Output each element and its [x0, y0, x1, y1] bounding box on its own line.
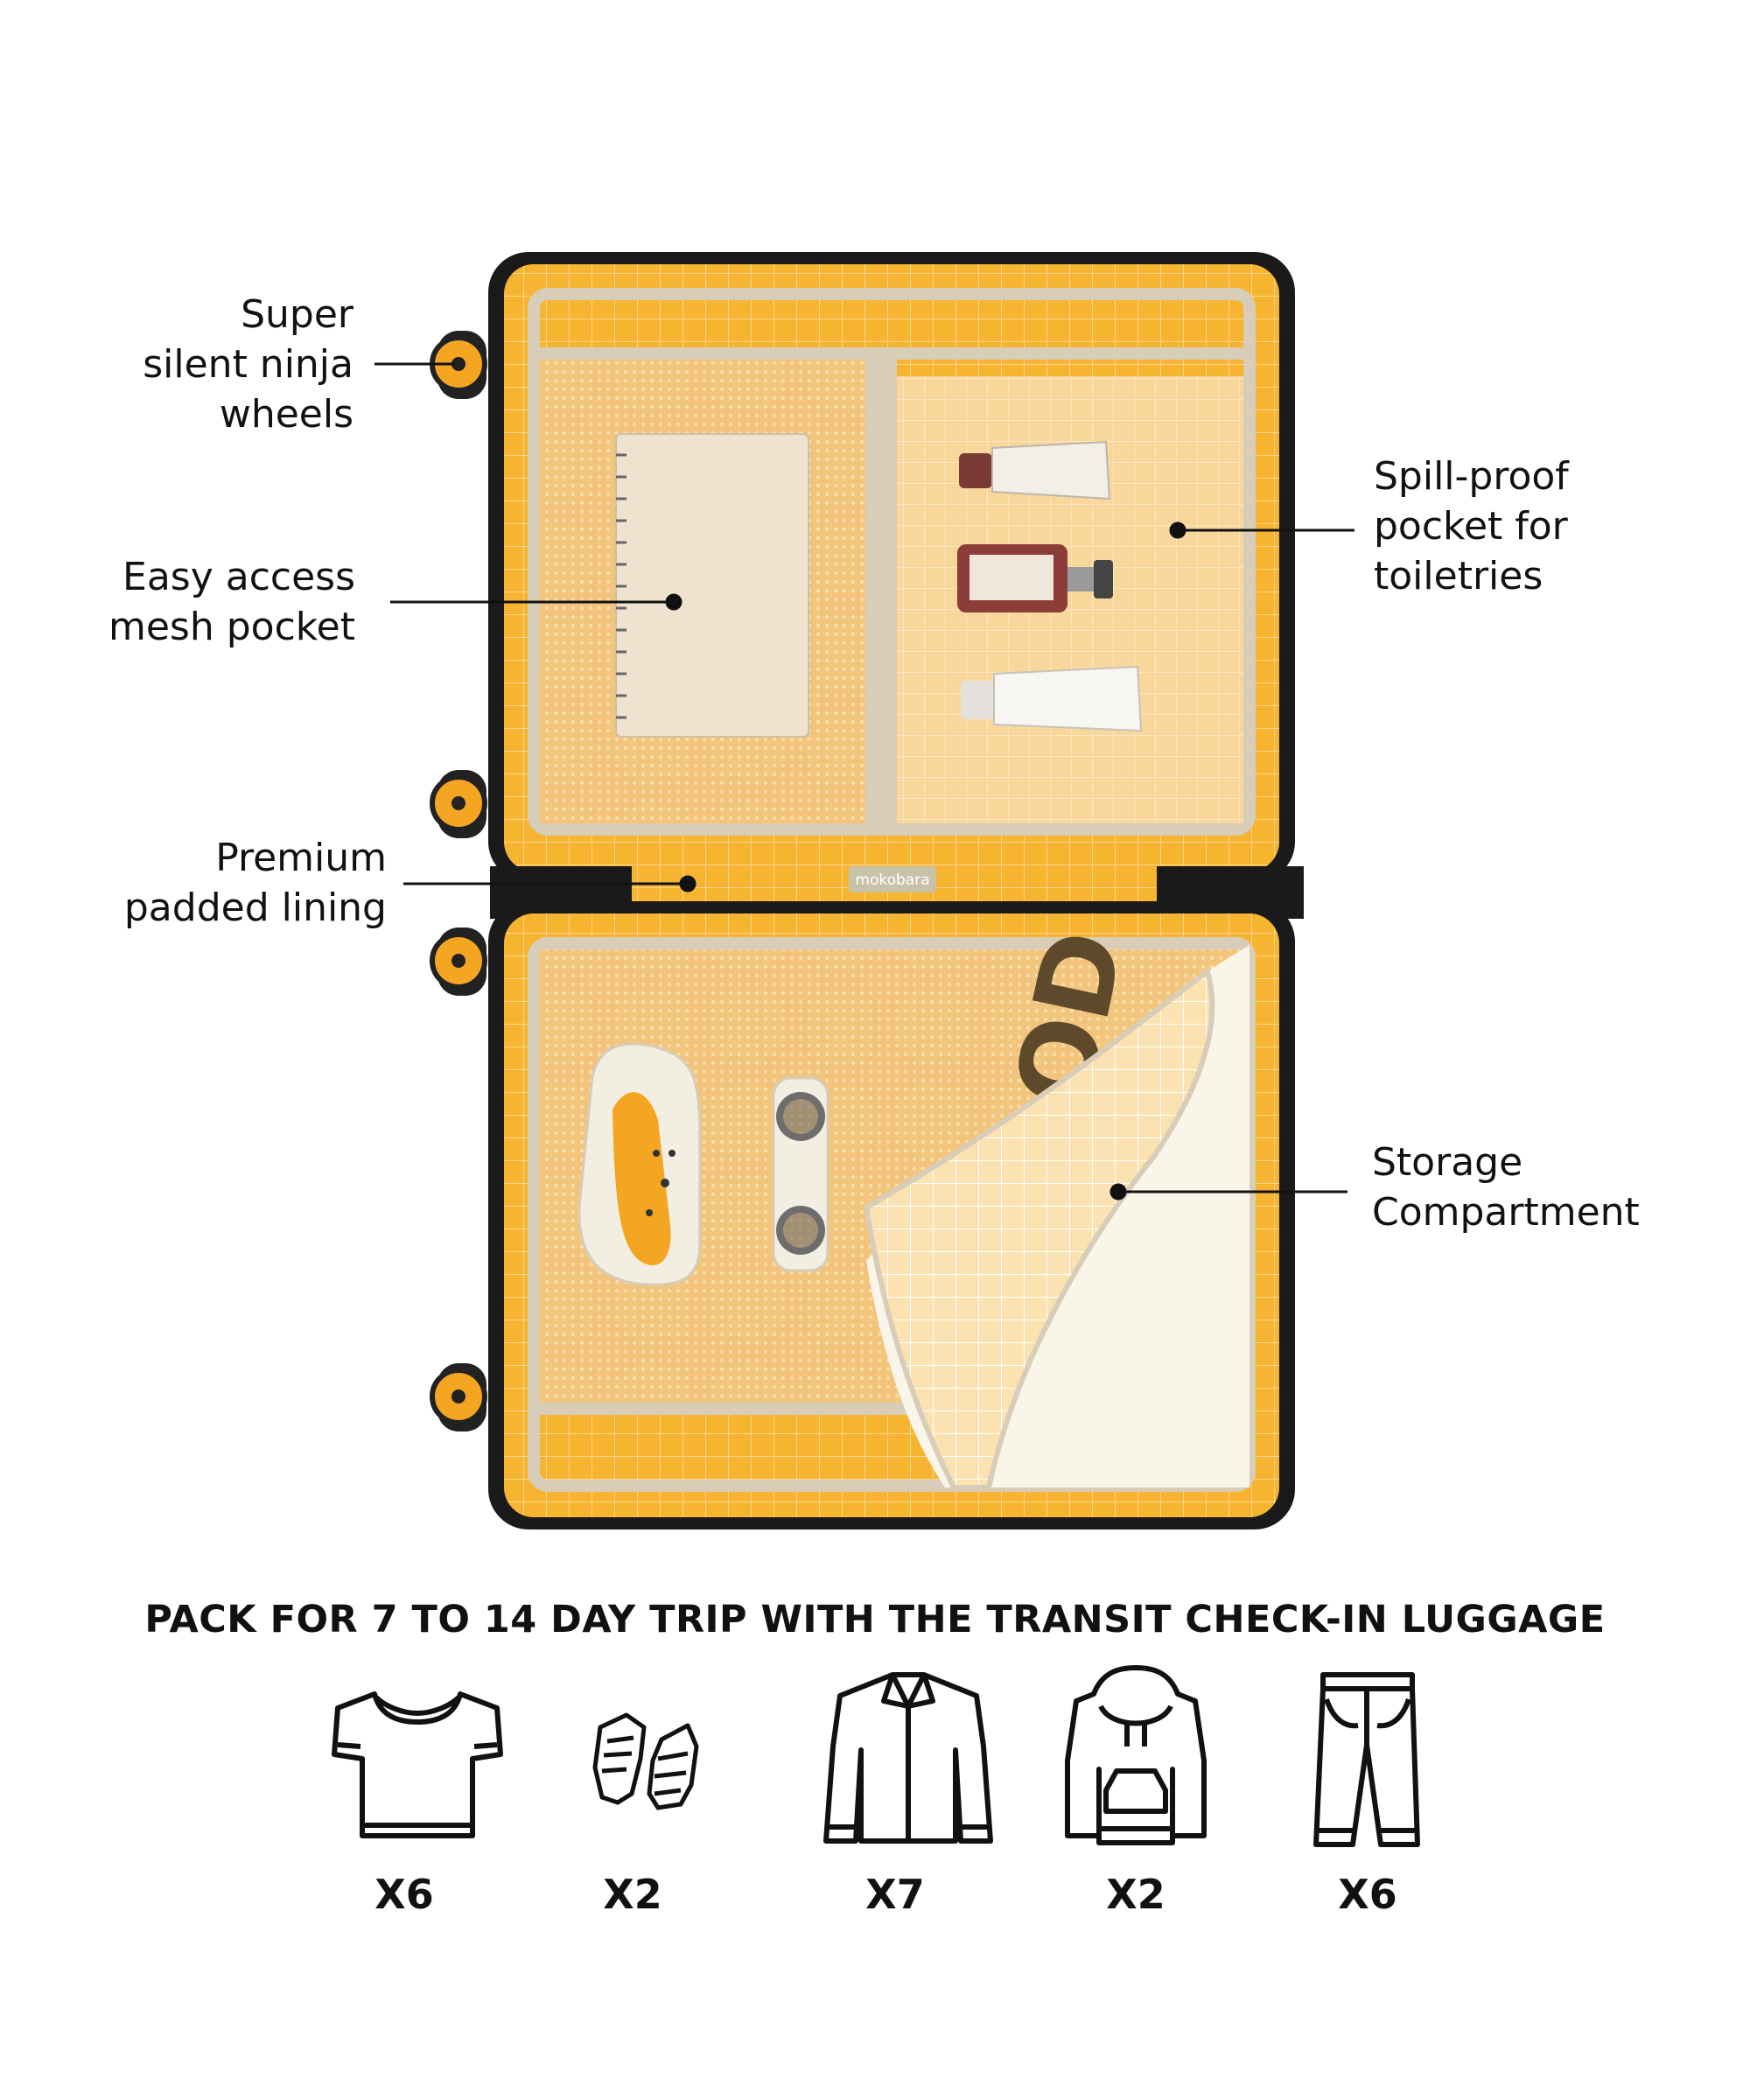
hoodie-count: X2 [1106, 1871, 1166, 1918]
tshirt-icon [332, 1691, 503, 1838]
sneakers-count: X2 [603, 1871, 662, 1918]
eye-mask-icon [578, 1042, 702, 1286]
callout-toiletries-line-2: pocket for [1374, 504, 1568, 549]
callout-lining: Premium padded lining [70, 833, 387, 933]
shirt-count: X7 [865, 1871, 925, 1918]
callout-storage-line-1: Storage [1372, 1140, 1523, 1185]
callout-lining-line-1: Premium [215, 836, 387, 880]
callout-storage-line-2: Compartment [1372, 1190, 1640, 1235]
callout-toiletries: Spill-proof pocket for toiletries [1374, 452, 1654, 601]
toiletry-bottles [957, 440, 1143, 732]
brand-label: mokobara [855, 872, 929, 889]
callout-mesh-pocket-line-2: mesh pocket [108, 605, 355, 649]
callout-mesh-pocket: Easy access mesh pocket [52, 552, 355, 652]
callout-lining-line-2: padded lining [123, 886, 387, 930]
wheel-group [430, 331, 487, 1432]
brand-tag [849, 866, 936, 892]
callout-wheels-line-1: Super [241, 292, 354, 337]
shirt-icon [823, 1672, 993, 1844]
callout-wheels-line-2: silent ninja [143, 342, 354, 387]
callout-toiletries-line-3: toiletries [1374, 554, 1544, 598]
sneakers-icon [592, 1712, 699, 1810]
hoodie-icon [1065, 1665, 1207, 1845]
callout-toiletries-line-1: Spill-proof [1374, 454, 1569, 499]
trousers-icon [1313, 1672, 1420, 1847]
sunglasses-icon [772, 1076, 830, 1272]
trousers-count: X6 [1338, 1871, 1397, 1918]
callout-wheels-line-3: wheels [219, 392, 354, 437]
notebook-icon [615, 433, 809, 738]
callout-wheels: Super silent ninja wheels [105, 290, 354, 439]
callout-storage: Storage Compartment [1372, 1138, 1722, 1237]
tshirt-count: X6 [374, 1871, 434, 1918]
packing-headline: PACK FOR 7 TO 14 DAY TRIP WITH THE TRANS… [144, 1598, 1606, 1642]
callout-mesh-pocket-line-1: Easy access [122, 555, 355, 599]
callout-leaders [374, 362, 1354, 1200]
